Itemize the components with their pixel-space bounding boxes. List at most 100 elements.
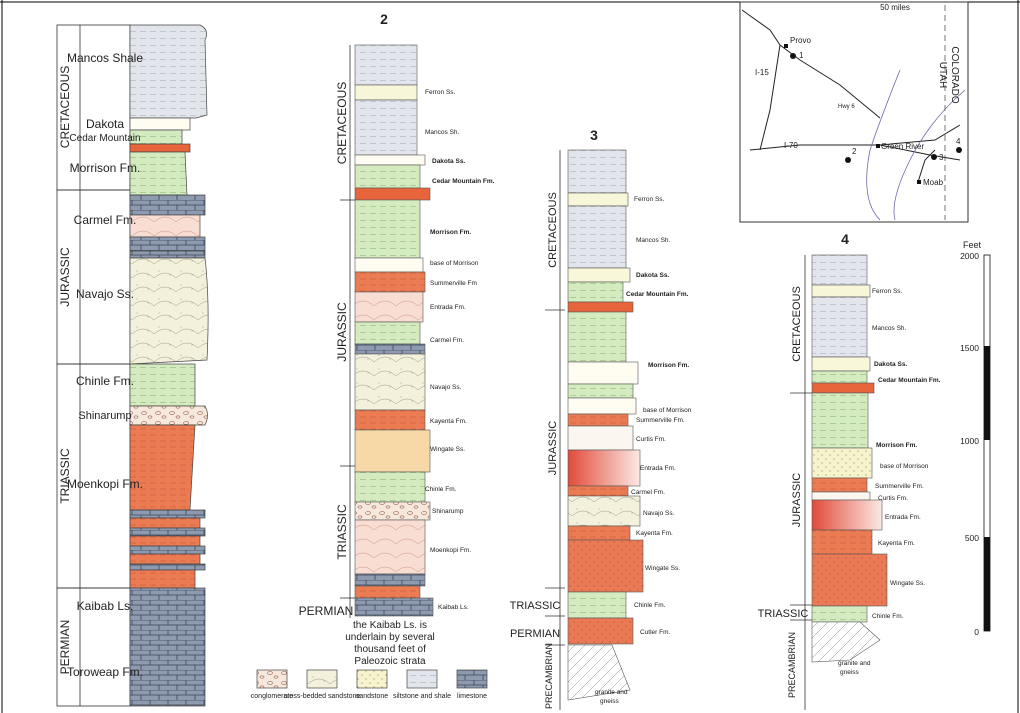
col4-period-1: JURASSIC <box>791 473 803 527</box>
col2-unit-label: Chinle Fm. <box>425 486 457 493</box>
green-river-line <box>866 69 901 221</box>
legend-label: sandstone <box>356 693 388 700</box>
map-place: Green River <box>881 142 924 151</box>
map-site: 3 <box>939 153 944 162</box>
col3-unit-label: Navajo Ss. <box>643 510 675 517</box>
col3-unit-label: Summerville Fm. <box>636 417 685 424</box>
legend-swatch-siltstone <box>406 669 438 689</box>
col3-period-4: PRECAMBRIAN <box>544 643 554 709</box>
col2-unit-label: Kayenta Fm. <box>430 418 467 425</box>
col2-unit-label: Kaibab Ls. <box>438 604 469 611</box>
col1-unit-label: Mancos Shale <box>67 51 143 65</box>
col2-note-line: Paleozoic strata <box>354 656 426 667</box>
legend-label: siltstone and shale <box>393 693 451 700</box>
map-site: 1 <box>799 51 804 60</box>
col2-period-1: JURASSIC <box>335 302 349 362</box>
legend-label: limestone <box>457 693 487 700</box>
col4-unit-label: Mancos Sh. <box>872 325 907 332</box>
col1-unit-label: Cedar Mountain <box>69 133 140 144</box>
col2-note-line: the Kaibab Ls. is <box>353 620 427 631</box>
col3-unit-label: Cutler Fm. <box>640 629 671 636</box>
col2-note-line: underlain by several <box>345 632 435 643</box>
col4-unit-label: Dakota Ss. <box>874 361 907 368</box>
col1-unit-label: Moenkopi Fm. <box>67 477 143 491</box>
col2-unit-label: base of Morrison <box>430 260 479 267</box>
col4-period-lines <box>790 255 812 710</box>
col3-unit-label: Ferron Ss. <box>634 196 665 203</box>
col3-unit-label: Wingate Ss. <box>645 565 680 572</box>
scale-tick: 2000 <box>960 251 979 261</box>
col3-unit-label: Chinle Fm. <box>634 602 666 609</box>
map-scale-label: 50 miles <box>880 3 910 12</box>
column-4: 4 CRETACEOUS JURASSIC TR <box>758 231 941 710</box>
col4-period-0: CRETACEOUS <box>791 286 803 362</box>
col2-period-2: TRIASSIC <box>335 504 349 560</box>
scale-bar: Feet 2000 1500 1000 500 0 <box>960 240 991 637</box>
col3-unit-label: Kayenta Fm. <box>636 530 673 537</box>
scale-unit: Feet <box>963 240 982 250</box>
col3-unit-label: Curtis Fm. <box>636 436 666 443</box>
col3-strata <box>567 149 644 701</box>
col3-period-2: TRIASSIC <box>510 600 561 612</box>
col2-unit-label: Navajo Ss. <box>430 384 462 391</box>
map-road: I-15 <box>755 68 769 77</box>
col1-period-3: PERMIAN <box>58 620 72 675</box>
col1-unit-label: Toroweap Fm. <box>67 665 143 679</box>
col1-unit-label: Kaibab Ls. <box>77 599 134 613</box>
col1-strata <box>129 24 209 707</box>
column-1: CRETACEOUS JURASSIC TRIASSIC PERMIAN Man… <box>56 24 209 707</box>
col4-unit-label: Entrada Fm. <box>885 514 921 521</box>
col4-unit-label: Morrison Fm. <box>876 442 917 449</box>
col4-unit-label: Wingate Ss. <box>890 580 925 587</box>
col2-unit-label: Ferron Ss. <box>425 89 456 96</box>
scale-tick: 0 <box>974 627 979 637</box>
col3-period-1: JURASSIC <box>547 421 559 475</box>
map-state: COLORADO <box>949 46 960 103</box>
col2-period-3: PERMIAN <box>299 604 354 618</box>
col3-period-lines <box>545 150 565 710</box>
col2-unit-label: Entrada Fm. <box>430 304 466 311</box>
col2-number: 2 <box>380 11 388 27</box>
scale-tick: 1500 <box>960 343 979 353</box>
colorado-river-line <box>893 89 966 221</box>
col2-strata <box>354 44 434 617</box>
col1-period-0: CRETACEOUS <box>58 66 72 148</box>
col2-unit-label: Dakota Ss. <box>432 158 465 165</box>
map-points <box>784 44 962 184</box>
col3-unit-label: Mancos Sh. <box>636 237 671 244</box>
col2-unit-label: Morrison Fm. <box>430 229 471 236</box>
col3-unit-label: Cedar Mountain Fm. <box>626 291 689 298</box>
scale-tick: 1000 <box>960 436 979 446</box>
scale-tick: 500 <box>965 533 979 543</box>
col3-basement: gneiss <box>600 698 620 705</box>
col2-unit-label: Carmel Fm. <box>430 337 464 344</box>
column-2: 2 <box>299 11 495 667</box>
legend-swatch-limestone <box>456 669 488 689</box>
map-place: Provo <box>790 36 811 45</box>
map-state: UTAH <box>937 62 948 88</box>
col2-period-0: CRETACEOUS <box>335 82 349 164</box>
col3-number: 3 <box>590 127 598 143</box>
map-road: Hwy 6 <box>838 104 855 110</box>
col2-unit-label: Cedar Mountain Fm. <box>432 178 495 185</box>
col4-unit-label: Cedar Mountain Fm. <box>878 377 941 384</box>
legend-label: conglomerate <box>251 693 294 700</box>
col4-period-3: PRECAMBRIAN <box>787 632 797 698</box>
col4-basement: gneiss <box>840 669 860 676</box>
map-place: Moab <box>923 178 944 187</box>
col4-unit-label: Curtis Fm. <box>878 495 908 502</box>
column-3: 3 <box>510 127 692 710</box>
legend-swatch-conglomerate <box>256 669 288 689</box>
legend-swatch-cross-bedded <box>306 669 338 689</box>
map-site: 2 <box>852 147 857 156</box>
col3-unit-label: Dakota Ss. <box>636 272 669 279</box>
col1-unit-label: Navajo Ss. <box>76 287 134 301</box>
col3-period-0: CRETACEOUS <box>547 192 559 268</box>
map-frame <box>739 1 969 223</box>
map-site: 4 <box>956 137 961 146</box>
col2-unit-label: Mancos Sh. <box>425 129 460 136</box>
col4-period-2: TRIASSIC <box>758 608 809 620</box>
col4-unit-label: Summerville Fm. <box>875 483 924 490</box>
col3-unit-label: base of Morrison <box>643 407 692 414</box>
